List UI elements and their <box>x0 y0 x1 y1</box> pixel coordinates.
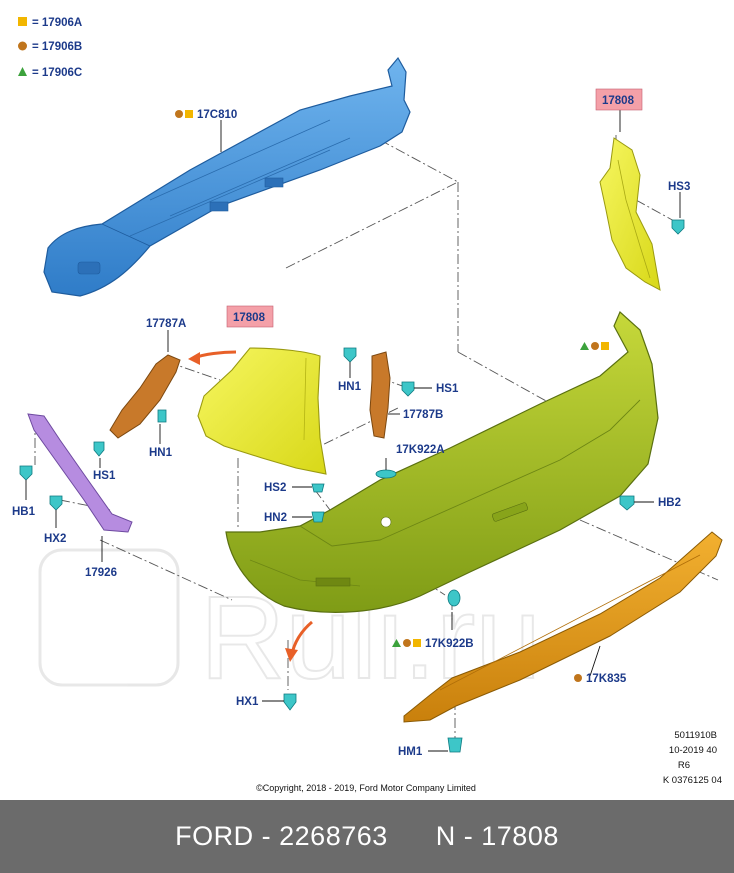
circle-icon <box>591 342 599 350</box>
square-icon <box>601 342 609 350</box>
copyright-notice: ©Copyright, 2018 - 2019, Ford Motor Comp… <box>256 783 476 793</box>
bumper-end-cap-right-part <box>599 137 661 291</box>
footer-separator: - <box>253 821 280 851</box>
clip-hs1-left <box>93 441 105 457</box>
callout-hx2: HX2 <box>44 533 66 545</box>
legend-17906b: = 17906B <box>32 41 82 53</box>
bracket-17787a-part <box>109 354 181 439</box>
callout-17808-top: 17808 <box>602 95 635 107</box>
circle-icon <box>403 639 411 647</box>
circle-icon <box>175 110 183 118</box>
callout-17c810: 17C810 <box>197 109 237 121</box>
bumper-cover-part <box>225 310 659 613</box>
footer-n-label: N - 17808 <box>435 821 559 851</box>
square-icon <box>185 110 193 118</box>
fastener-clips <box>19 219 685 753</box>
callout-17k922a: 17K922A <box>396 444 445 456</box>
callout-hb1: HB1 <box>12 506 36 518</box>
callout-markers <box>175 110 609 682</box>
legend-17906c: = 17906C <box>32 67 82 79</box>
legend-17906a: = 17906A <box>32 17 82 29</box>
footer-brand: FORD <box>175 821 254 851</box>
bumper-end-cap-left-part <box>197 347 327 475</box>
arrowhead-lower <box>285 648 298 662</box>
callout-hs1-right: HS1 <box>436 383 459 395</box>
triangle-icon <box>18 67 27 76</box>
callout-17808-mid: 17808 <box>233 312 266 324</box>
clip-17k922a <box>375 469 397 479</box>
square-icon <box>18 17 27 26</box>
footer-part-number: 2268763 <box>279 821 388 851</box>
clip-hn2 <box>311 511 325 523</box>
leader-lines <box>25 110 681 752</box>
info-line-3: R6 <box>678 760 690 771</box>
clip-hs3 <box>671 219 685 235</box>
clip-hn1-right <box>343 347 357 363</box>
clip-hb1 <box>19 465 33 481</box>
arrow-upper <box>193 350 237 360</box>
callout-17787b: 17787B <box>403 409 443 421</box>
info-line-4: K 0376125 04 <box>663 775 722 786</box>
callout-17k922b: 17K922B <box>425 638 474 650</box>
callout-17926: 17926 <box>85 567 117 579</box>
bracket-17787b-part <box>369 351 391 439</box>
clip-hs1-right <box>401 381 415 397</box>
clip-17k922b <box>447 589 461 607</box>
triangle-icon <box>580 342 589 350</box>
clip-hn1-left <box>157 409 167 423</box>
callout-17787a: 17787A <box>146 318 186 330</box>
callout-hs2: HS2 <box>264 482 286 494</box>
legend: = 17906A = 17906B = 17906C <box>18 17 82 79</box>
lower-reinforcement-part <box>403 531 723 723</box>
callout-hs3: HS3 <box>668 181 690 193</box>
callout-hm1: HM1 <box>398 746 423 758</box>
arrowhead-upper <box>188 352 200 365</box>
energy-absorber-part <box>43 56 411 297</box>
callout-hn2: HN2 <box>264 512 287 524</box>
diagram-info-block: 5011910B 10-2019 40 R6 K 0376125 04 <box>663 730 722 786</box>
triangle-icon <box>392 639 401 647</box>
callout-hs1-left: HS1 <box>93 470 116 482</box>
clip-hx2 <box>49 495 63 511</box>
callout-hn1-right: HN1 <box>338 381 362 393</box>
parts-diagram: Ruli.ru <box>12 17 723 793</box>
retainer-strip-part <box>27 413 133 533</box>
label-box-17808-top <box>595 88 643 111</box>
label-box-17808-mid <box>226 305 274 328</box>
footer-bar: FORD - 2268763 N - 17808 <box>0 800 734 873</box>
callout-hb2: HB2 <box>658 497 681 509</box>
clip-hm1 <box>447 737 463 753</box>
clip-hx1 <box>283 693 297 711</box>
square-icon <box>413 639 421 647</box>
info-line-1: 5011910B <box>674 730 717 741</box>
info-line-2: 10-2019 40 <box>669 745 717 756</box>
circle-icon <box>18 41 27 51</box>
callouts: 17C810 HS3 17787A HN1 HS1 HB1 HX2 17926 … <box>12 109 690 758</box>
footer-gap <box>388 821 436 852</box>
callout-hn1-left: HN1 <box>149 447 173 459</box>
callout-hx1: HX1 <box>236 696 259 708</box>
clip-hb2 <box>619 495 635 511</box>
clip-hs2 <box>311 483 325 493</box>
callout-17k835: 17K835 <box>586 673 627 685</box>
circle-icon <box>574 674 582 682</box>
